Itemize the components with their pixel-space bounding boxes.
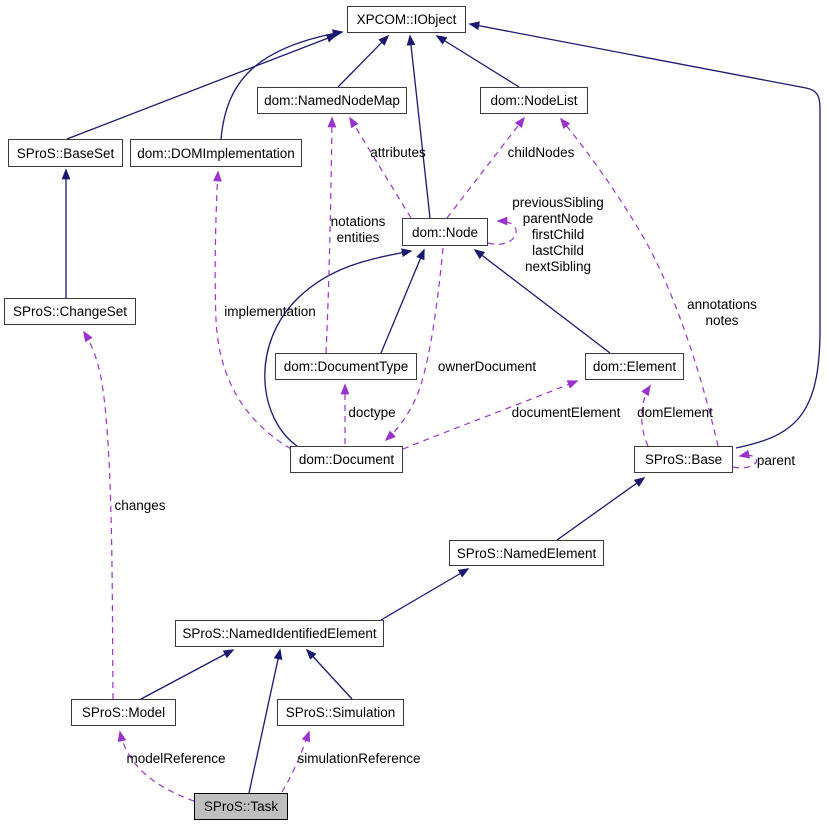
edge-domnamednodemap-to-xpcomiobject (337, 34, 390, 88)
edge-sprosnamedelement-to-sprosbase (556, 477, 646, 541)
class-node-spros-base[interactable]: SProS::Base (634, 446, 733, 473)
edge-label-parent: parent (756, 453, 796, 468)
class-node-dom-node[interactable]: dom::Node (402, 218, 488, 246)
edge-label-annotations-notes: annotations notes (687, 297, 757, 328)
edge-label-simulationreference: simulationReference (297, 751, 421, 766)
edge-sprosmodel-to-sprosnamedidentifiedelement (140, 649, 235, 700)
class-node-label: dom::NodeList (490, 93, 578, 108)
edge-domelement-to-domnode (473, 248, 611, 354)
edge-ownerdocument-node-to-document (384, 247, 444, 442)
edge-notations-entities-documenttype-to-namednodemap (325, 116, 337, 354)
class-node-label: dom::DOMImplementation (137, 145, 295, 161)
edge-label-modelreference: modelReference (126, 751, 226, 766)
class-node-label: SProS::Task (203, 799, 279, 814)
class-node-xpcom-iobject[interactable]: XPCOM::IObject (347, 6, 466, 33)
edge-sprostask-to-sprosnamedidentifiedelement (248, 648, 283, 794)
edge-domnodelist-to-xpcomiobject (435, 35, 520, 88)
edge-label-attributes: attributes (370, 145, 426, 160)
edge-label-notations-entities: notations entities (330, 214, 386, 245)
edge-label-implementation: implementation (224, 304, 316, 319)
class-node-dom-namednodemap[interactable]: dom::NamedNodeMap (257, 87, 407, 114)
edge-sprosbase-to-xpcomiobject (468, 21, 821, 449)
edge-sprossimulation-to-sprosnamedidentifiedelement (305, 648, 353, 700)
class-node-label: dom::Document (298, 452, 395, 467)
class-node-spros-task-current: SProS::Task (194, 793, 288, 820)
class-node-label: XPCOM::IObject (356, 12, 457, 27)
class-node-dom-documenttype[interactable]: dom::DocumentType (275, 353, 417, 380)
edge-label-doctype: doctype (348, 405, 396, 420)
edge-label-childnodes: childNodes (507, 145, 575, 160)
class-node-label: SProS::Simulation (285, 705, 396, 720)
class-node-label: dom::NamedNodeMap (264, 93, 400, 108)
edge-modelreference-task-to-model (117, 730, 195, 802)
class-node-label: SProS::BaseSet (16, 145, 115, 161)
edge-changes-model-to-changeset (83, 330, 114, 700)
class-node-dom-domimplementation[interactable]: dom::DOMImplementation (130, 139, 302, 167)
edge-sprosbaseset-to-xpcomiobject (66, 34, 338, 140)
class-node-label: dom::Element (592, 359, 677, 374)
edge-node-self-loop (487, 216, 517, 245)
edge-label-changes: changes (114, 498, 166, 513)
class-node-spros-simulation[interactable]: SProS::Simulation (277, 699, 404, 726)
edge-domdocument-to-domnode (264, 248, 413, 447)
edge-simulationreference-task-to-simulation (281, 730, 311, 793)
class-node-label: dom::DocumentType (283, 359, 409, 374)
class-node-spros-namedelement[interactable]: SProS::NamedElement (449, 540, 604, 566)
class-node-label: SProS::NamedElement (456, 545, 597, 561)
class-node-spros-namedidentifiedelement[interactable]: SProS::NamedIdentifiedElement (175, 620, 384, 647)
edge-label-domelement: domElement (637, 405, 713, 420)
class-node-dom-element[interactable]: dom::Element (585, 353, 684, 380)
edge-attributes-node-to-namednodemap (349, 116, 412, 219)
class-node-spros-baseset[interactable]: SProS::BaseSet (8, 139, 123, 167)
edge-sprosnamedidentifiedelement-to-sprosnamedelement (380, 568, 470, 621)
class-node-label: SProS::Model (81, 705, 166, 720)
edge-label-node-self-attributes: previousSibling parentNode firstChild la… (512, 195, 604, 274)
class-node-label: SProS::Base (644, 452, 723, 467)
class-node-dom-document[interactable]: dom::Document (290, 446, 403, 473)
class-node-label: dom::Node (411, 224, 479, 240)
edge-domdocumenttype-to-domnode (380, 248, 425, 354)
edge-documentelement-document-to-element (402, 380, 579, 450)
edge-annotations-notes-base-to-nodelist (559, 117, 719, 447)
edge-base-self-loop (732, 449, 758, 469)
class-node-label: SProS::ChangeSet (12, 304, 128, 319)
class-node-dom-nodelist[interactable]: dom::NodeList (480, 87, 588, 114)
class-node-spros-changeset[interactable]: SProS::ChangeSet (4, 298, 136, 325)
class-node-spros-model[interactable]: SProS::Model (71, 699, 176, 726)
edge-implementation-document-to-domimplementation (213, 170, 292, 450)
edge-domdomimplementation-to-xpcomiobject (220, 29, 344, 140)
edge-domelement-base-to-element (641, 384, 651, 447)
edge-label-ownerdocument: ownerDocument (437, 359, 537, 374)
edge-label-documentelement: documentElement (511, 405, 621, 420)
edge-domnode-to-xpcomiobject (406, 34, 431, 219)
class-node-label: SProS::NamedIdentifiedElement (182, 626, 377, 641)
